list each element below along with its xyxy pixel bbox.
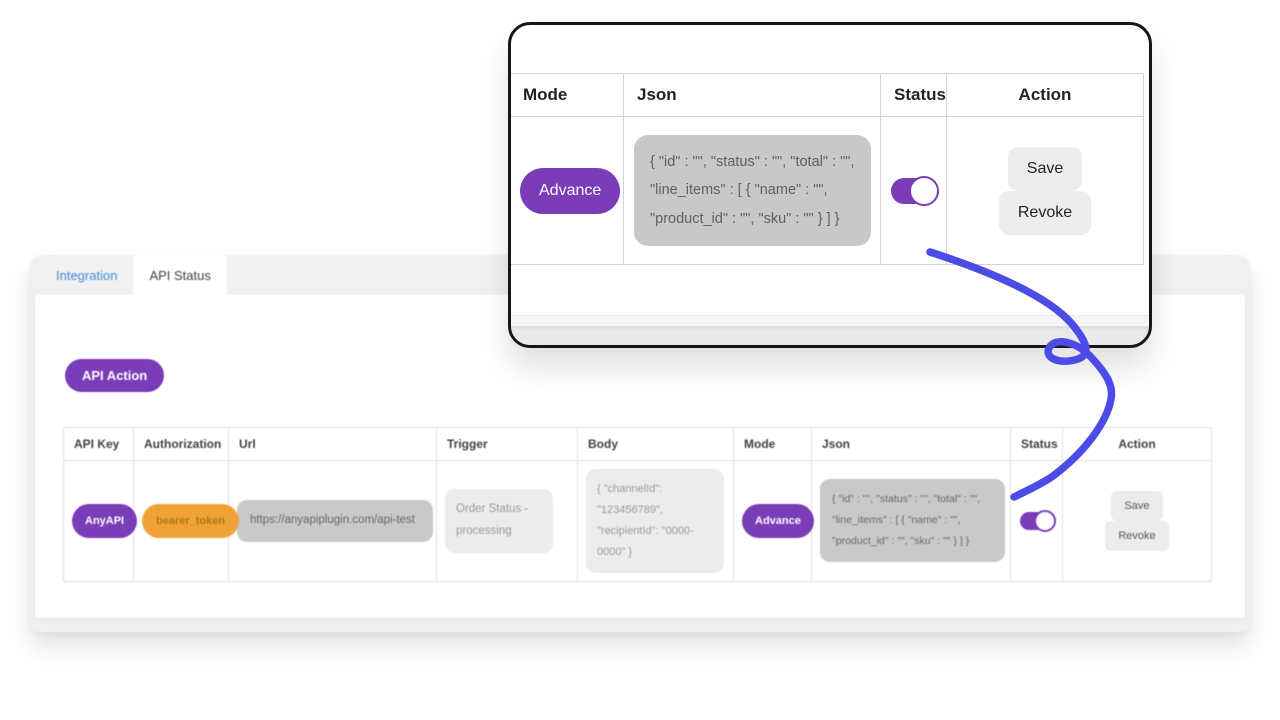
- mode-cell: Advance: [733, 460, 814, 582]
- callout-save-button[interactable]: Save: [1007, 146, 1083, 191]
- callout-mode-badge[interactable]: Advance: [520, 167, 621, 214]
- col-header-api-key: API Key: [63, 427, 134, 461]
- api-table-header-row: API Key Authorization Url Trigger Body M…: [63, 427, 1212, 461]
- callout-col-header-action: Action: [946, 73, 1144, 117]
- tab-api-status[interactable]: API Status: [133, 255, 227, 295]
- callout-status-cell: [880, 116, 947, 265]
- col-header-mode: Mode: [733, 427, 812, 461]
- callout-row: Advance { "id" : "", "status" : "", "tot…: [511, 116, 1144, 265]
- callout-table: Mode Json Status Action Advance { "id" :…: [511, 73, 1144, 265]
- authorization-badge[interactable]: bearer_token: [142, 503, 240, 538]
- authorization-cell: bearer_token: [133, 460, 240, 582]
- tab-bar: Integration API Status: [30, 255, 1250, 295]
- status-cell: [1010, 460, 1063, 582]
- col-header-action: Action: [1062, 427, 1212, 461]
- json-cell: { "id" : "", "status" : "", "total" : ""…: [811, 460, 1011, 582]
- callout-json-cell: { "id" : "", "status" : "", "total" : ""…: [623, 116, 881, 265]
- api-table-row: AnyAPI bearer_token https://anyapiplugin…: [63, 460, 1212, 582]
- callout-action-cell: Save Revoke: [946, 116, 1144, 265]
- body-json-value: { "channelId": "123456789", "recipientId…: [586, 469, 724, 573]
- save-button[interactable]: Save: [1111, 490, 1163, 521]
- trigger-value: Order Status - processing: [445, 488, 553, 553]
- col-header-json: Json: [811, 427, 1011, 461]
- col-header-body: Body: [577, 427, 734, 461]
- callout-window-footer: [511, 315, 1149, 345]
- url-value: https://anyapiplugin.com/api-test: [237, 499, 433, 542]
- callout-col-header-status: Status: [880, 73, 947, 117]
- col-header-url: Url: [228, 427, 437, 461]
- zoom-callout: Mode Json Status Action Advance { "id" :…: [508, 22, 1152, 348]
- api-key-badge[interactable]: AnyAPI: [72, 503, 138, 538]
- api-key-cell: AnyAPI: [63, 460, 138, 582]
- mode-badge[interactable]: Advance: [742, 503, 814, 538]
- col-header-trigger: Trigger: [436, 427, 578, 461]
- body-cell: { "channelId": "123456789", "recipientId…: [577, 460, 734, 582]
- callout-json-value: { "id" : "", "status" : "", "total" : ""…: [634, 135, 871, 246]
- col-header-status: Status: [1010, 427, 1063, 461]
- tab-integration[interactable]: Integration: [56, 267, 118, 283]
- api-table: API Key Authorization Url Trigger Body M…: [63, 427, 1212, 582]
- callout-scrollbar-track: [511, 326, 1149, 345]
- api-status-content: API Action API Key Authorization Url Tri…: [35, 295, 1245, 618]
- callout-header-row: Mode Json Status Action: [511, 73, 1144, 117]
- callout-col-header-json: Json: [623, 73, 881, 117]
- callout-footer-strip: [511, 315, 1149, 326]
- callout-revoke-button[interactable]: Revoke: [998, 190, 1092, 235]
- json-value: { "id" : "", "status" : "", "total" : ""…: [820, 479, 1005, 563]
- callout-mode-cell: Advance: [511, 116, 624, 265]
- status-toggle[interactable]: [1019, 511, 1054, 530]
- col-header-authorization: Authorization: [133, 427, 229, 461]
- action-cell: Save Revoke: [1062, 460, 1212, 582]
- trigger-cell: Order Status - processing: [436, 460, 578, 582]
- revoke-button[interactable]: Revoke: [1105, 520, 1169, 551]
- callout-col-header-mode: Mode: [511, 73, 624, 117]
- callout-status-toggle[interactable]: [891, 177, 937, 204]
- api-action-button[interactable]: API Action: [65, 359, 165, 392]
- url-cell: https://anyapiplugin.com/api-test: [228, 460, 437, 582]
